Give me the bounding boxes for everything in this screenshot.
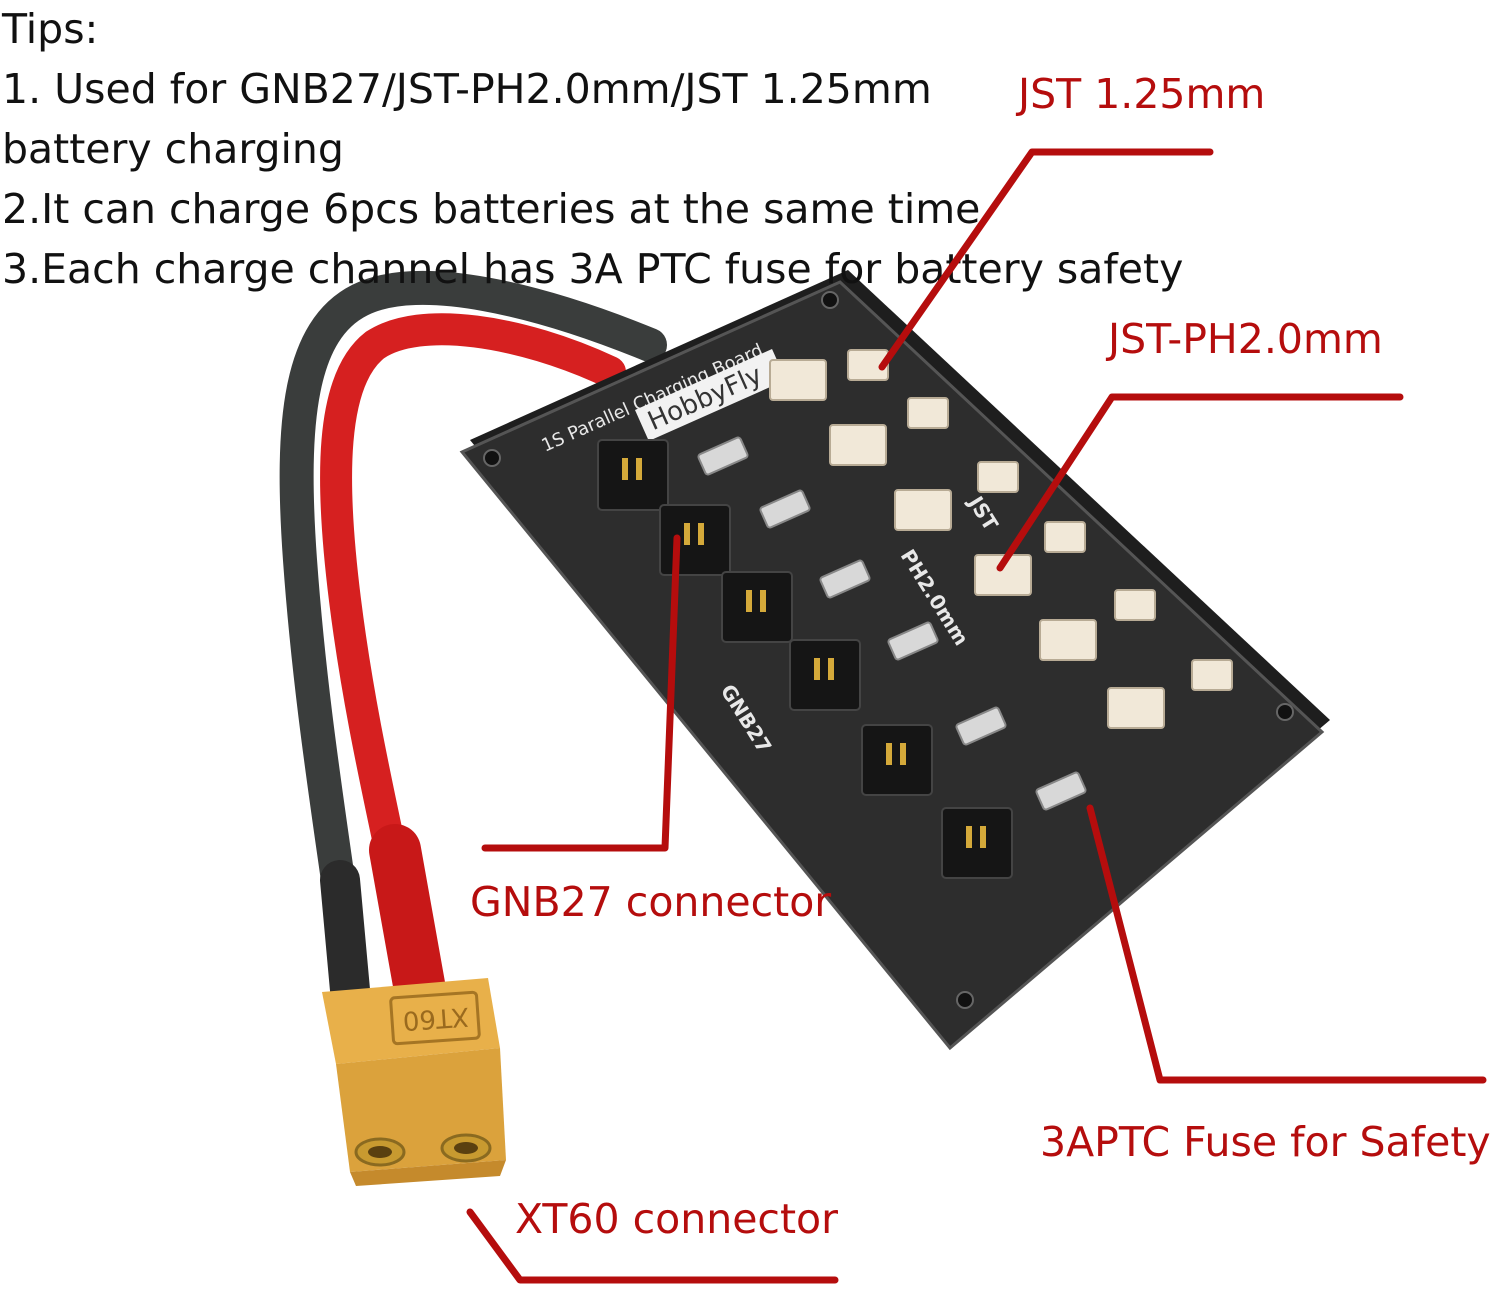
ptc-fuses — [697, 436, 1087, 811]
callout-jstph: JST-PH2.0mm — [1108, 315, 1383, 363]
tips-line-4: 3.Each charge channel has 3A PTC fuse fo… — [2, 245, 1184, 293]
tips-line-1: 1. Used for GNB27/JST-PH2.0mm/JST 1.25mm — [2, 65, 932, 113]
tips-heading: Tips: — [2, 5, 99, 53]
gnb27-sockets — [597, 439, 1013, 879]
jst-125-connectors — [847, 349, 1233, 691]
callout-jst125: JST 1.25mm — [1018, 70, 1266, 118]
callout-gnb27: GNB27 connector — [470, 878, 832, 926]
callout-xt60: XT60 connector — [515, 1195, 838, 1243]
callout-fuse: 3APTC Fuse for Safety — [1040, 1118, 1491, 1166]
xt60-plug-label: XT60 — [402, 1001, 470, 1036]
xt60-plug: XT60 — [322, 978, 506, 1186]
red-wire — [320, 313, 626, 936]
gnb27-pins — [622, 458, 986, 848]
black-wire-sleeve — [320, 860, 370, 1010]
tips-block: Tips: 1. Used for GNB27/JST-PH2.0mm/JST … — [2, 0, 1183, 300]
tips-line-2: battery charging — [2, 125, 344, 173]
black-wire — [279, 270, 667, 947]
charging-board: 1S Parallel Charging Board HobbyFly GNB2… — [459, 270, 1330, 1051]
tips-line-3: 2.It can charge 6pcs batteries at the sa… — [2, 185, 981, 233]
red-wire-sleeve — [369, 824, 446, 1016]
jst-ph-connectors — [769, 359, 1165, 729]
